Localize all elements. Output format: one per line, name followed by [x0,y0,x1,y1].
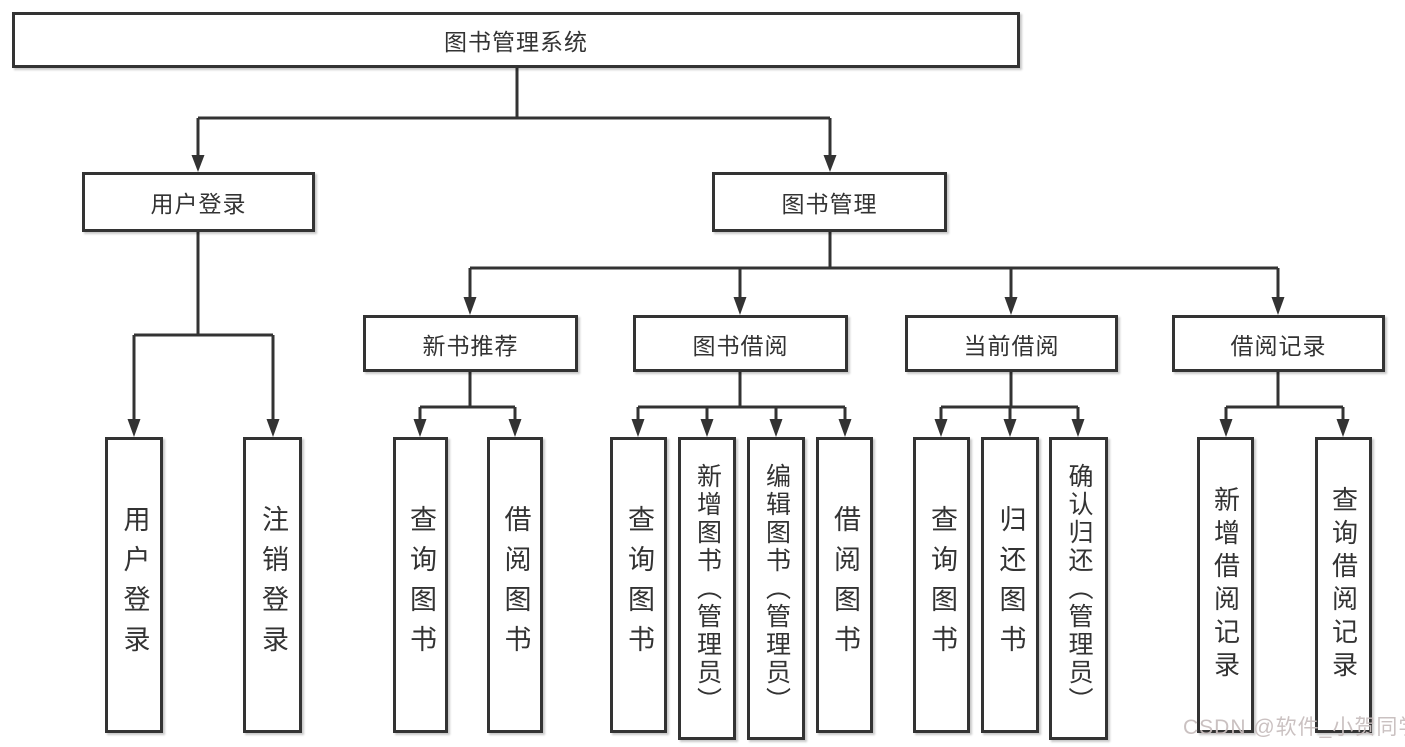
leaf-current-query-label: 查询图书 [927,505,957,665]
edge-borrow-to-leaves [636,372,847,422]
leaf-newbook-query: 查询图书 [393,437,448,733]
node-root: 图书管理系统 [12,12,1020,68]
node-user-login: 用户登录 [82,172,315,232]
edge-newbook-to-leaves [418,372,517,422]
leaf-borrow-book-label: 借阅图书 [830,505,860,665]
leaf-newbook-query-label: 查询图书 [406,505,436,665]
leaf-newbook-borrow-label: 借阅图书 [500,505,531,665]
node-new-book-rec-label: 新书推荐 [422,332,519,359]
edge-userlogin-to-leaves [132,232,275,421]
leaf-current-return: 归还图书 [981,437,1039,733]
leaf-logout: 注销登录 [243,437,302,733]
leaf-current-query: 查询图书 [913,437,970,733]
leaf-borrow-edit-admin-label: 编辑图书（管理员） [762,462,791,715]
node-borrow-records-label: 借阅记录 [1230,332,1327,359]
leaf-logout-label: 注销登录 [258,505,288,665]
node-current-borrow: 当前借阅 [905,315,1118,372]
leaf-borrow-book: 借阅图书 [816,437,873,733]
leaf-user-login: 用户登录 [105,437,163,733]
leaf-current-confirm-admin: 确认归还（管理员） [1049,437,1108,740]
leaf-current-confirm-admin-label: 确认归还（管理员） [1065,462,1093,715]
node-current-borrow-label: 当前借阅 [963,332,1060,359]
node-new-book-rec: 新书推荐 [363,315,578,372]
node-book-mgmt-label: 图书管理 [781,191,878,217]
node-root-label: 图书管理系统 [444,29,588,55]
leaf-records-add: 新增借阅记录 [1197,437,1254,733]
node-book-borrow-label: 图书借阅 [692,332,789,359]
node-borrow-records: 借阅记录 [1172,315,1385,372]
leaf-borrow-add-admin-label: 新增图书（管理员） [693,462,722,715]
edge-bookmgmt-to-level3 [468,232,1280,300]
leaf-records-query-label: 查询借阅记录 [1328,486,1359,684]
leaf-newbook-borrow: 借阅图书 [487,437,543,733]
node-book-mgmt: 图书管理 [712,172,947,232]
leaf-borrow-add-admin: 新增图书（管理员） [678,437,736,740]
leaf-records-query: 查询借阅记录 [1315,437,1372,733]
leaf-borrow-query: 查询图书 [610,437,667,733]
csdn-watermark: CSDN @软件_小贺同学 [1183,716,1405,739]
leaf-records-add-label: 新增借阅记录 [1210,486,1241,684]
leaf-borrow-edit-admin: 编辑图书（管理员） [747,437,805,740]
edge-root-to-level2 [196,68,832,158]
node-book-borrow: 图书借阅 [633,315,848,372]
edge-current-to-leaves [939,372,1080,422]
edge-records-to-leaves [1224,372,1345,422]
leaf-current-return-label: 归还图书 [995,505,1026,665]
leaf-user-login-label: 用户登录 [119,505,150,665]
leaf-borrow-query-label: 查询图书 [624,505,654,665]
arrowheads [127,155,1350,437]
node-user-login-label: 用户登录 [150,191,247,217]
